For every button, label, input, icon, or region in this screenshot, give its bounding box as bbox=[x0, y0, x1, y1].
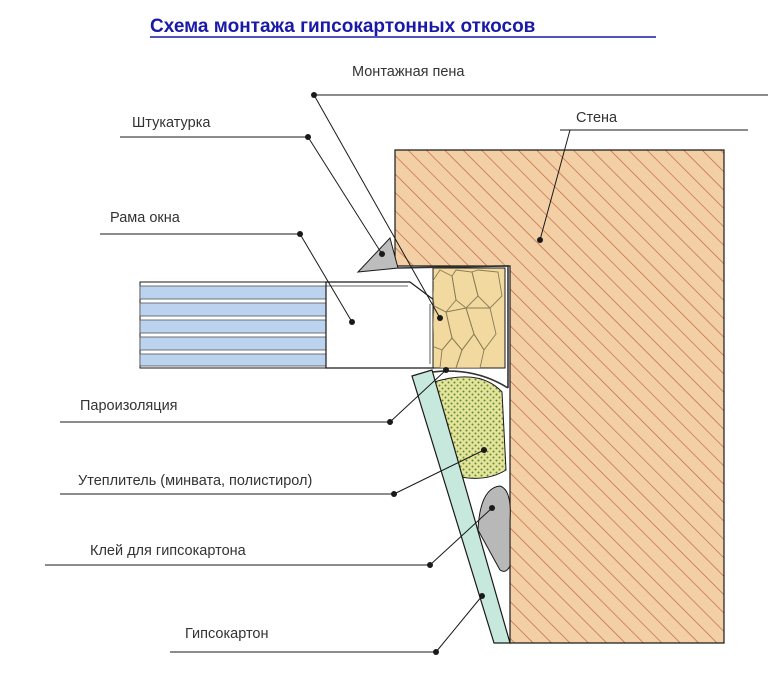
label-insulation: Утеплитель (минвата, полистирол) bbox=[78, 473, 312, 489]
diagram-title: Схема монтажа гипсокартонных откосов bbox=[150, 16, 535, 37]
label-wall: Стена bbox=[576, 110, 618, 126]
label-mounting-foam: Монтажная пена bbox=[352, 64, 465, 80]
label-plaster: Штукатурка bbox=[132, 115, 211, 131]
label-drywall: Гипсокартон bbox=[185, 626, 269, 642]
label-vapor-barrier: Пароизоляция bbox=[80, 398, 178, 414]
window-frame bbox=[139, 281, 435, 369]
glass-pane bbox=[139, 285, 327, 300]
leader-dots bbox=[297, 92, 543, 655]
label-drywall-glue: Клей для гипсокартона bbox=[90, 543, 247, 559]
glass-pane bbox=[139, 302, 327, 317]
glass-pane bbox=[139, 336, 327, 351]
glass-pane bbox=[139, 353, 327, 367]
label-window-frame: Рама окна bbox=[110, 210, 181, 226]
drywall-glue bbox=[477, 485, 511, 572]
leader-lines bbox=[45, 94, 768, 653]
drywall-board bbox=[411, 369, 511, 644]
plaster-wedge bbox=[356, 237, 399, 273]
glass-pane bbox=[139, 319, 327, 334]
mounting-foam bbox=[432, 267, 506, 369]
frame-profile bbox=[325, 281, 435, 369]
